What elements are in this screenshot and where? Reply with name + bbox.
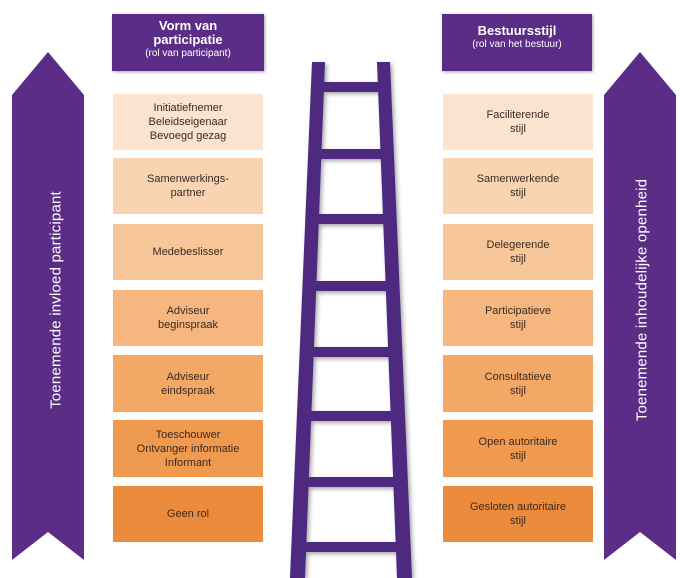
right-header-subtitle: (rol van het bestuur) — [472, 39, 562, 50]
right-level-2: Samenwerkende stijl — [443, 158, 593, 214]
right-level-1-text: Faciliterende stijl — [486, 109, 550, 135]
right-level-4-text: Participatieve stijl — [484, 305, 552, 331]
left-header-title: Vorm van participatie — [153, 18, 223, 47]
governance-styles: Faciliterende stijl Samenwerkende stijl … — [443, 0, 593, 578]
participation-levels: Initiatiefnemer Beleidseigenaar Bevoegd … — [113, 0, 263, 578]
ladder-right-rail — [377, 62, 412, 578]
left-header: Vorm van participatie (rol van participa… — [112, 14, 264, 71]
ladder-left-rail — [290, 62, 325, 578]
right-level-2-text: Samenwerkende stijl — [476, 173, 560, 199]
left-level-3: Medebeslisser — [113, 224, 263, 280]
ladder-rung-6 — [298, 411, 404, 421]
right-level-7-text: Gesloten autoritaire stijl — [470, 501, 566, 527]
ladder-rung-7 — [295, 477, 407, 487]
right-level-6: Open autoritaire stijl — [443, 420, 593, 477]
left-level-4: Adviseur beginspraak — [113, 290, 263, 346]
left-header-subtitle: (rol van participant) — [145, 48, 231, 59]
left-arrow-shape — [12, 52, 84, 560]
ladder-rung-2 — [310, 149, 392, 159]
right-header-title: Bestuursstijl — [477, 23, 557, 38]
right-level-4: Participatieve stijl — [443, 290, 593, 346]
left-level-7-text: Geen rol — [166, 508, 210, 520]
left-level-5-text: Adviseur eindspraak — [161, 370, 215, 397]
ladder-rung-4 — [304, 281, 398, 291]
right-level-5-text: Consultatieve stijl — [484, 370, 552, 397]
right-level-3: Delegerende stijl — [443, 224, 593, 280]
right-header: Bestuursstijl (rol van het bestuur) — [442, 14, 592, 71]
right-level-6-text: Open autoritaire stijl — [478, 435, 558, 462]
right-level-5: Consultatieve stijl — [443, 355, 593, 412]
left-level-6-text: Toeschouwer Ontvanger informatie Informa… — [136, 428, 240, 469]
left-level-2-text: Samenwerkings- partner — [147, 173, 229, 199]
left-level-3-text: Medebeslisser — [152, 246, 224, 258]
left-level-4-text: Adviseur beginspraak — [158, 305, 218, 331]
left-level-7: Geen rol — [113, 486, 263, 542]
ladder-rung-8 — [292, 542, 410, 552]
left-level-5: Adviseur eindspraak — [113, 355, 263, 412]
ladder-rung-3 — [307, 214, 395, 224]
left-level-1-text: Initiatiefnemer Beleidseigenaar Bevoegd … — [148, 102, 228, 142]
ladder-rung-1 — [312, 82, 390, 92]
right-level-3-text: Delegerende stijl — [486, 239, 550, 265]
left-level-2: Samenwerkings- partner — [113, 158, 263, 214]
right-level-1: Faciliterende stijl — [443, 94, 593, 150]
left-level-6: Toeschouwer Ontvanger informatie Informa… — [113, 420, 263, 477]
right-arrow-shape — [604, 52, 676, 560]
ladder-rung-5 — [301, 347, 401, 357]
left-level-1: Initiatiefnemer Beleidseigenaar Bevoegd … — [113, 94, 263, 150]
right-level-7: Gesloten autoritaire stijl — [443, 486, 593, 542]
